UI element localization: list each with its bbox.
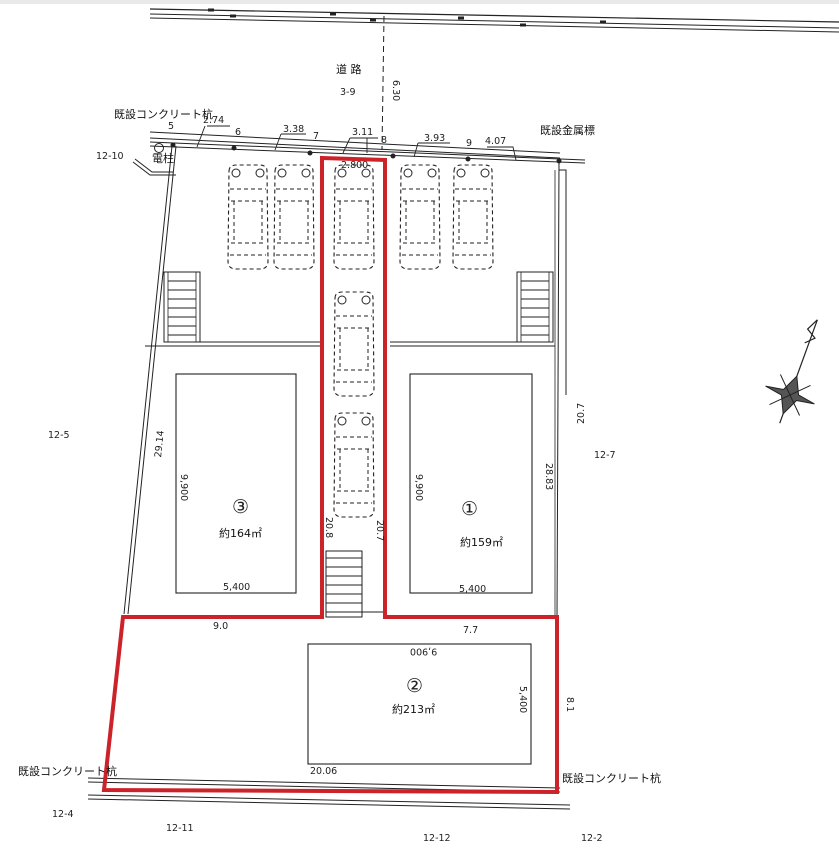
frontage-point-9: 9 <box>466 138 473 149</box>
frontage-segment-2: 3.38 <box>283 124 305 135</box>
neighbor-lot-west: 12-5 <box>48 430 70 441</box>
stairs-right <box>516 271 554 343</box>
bottom-left-stake-label: 既設コンクリート杭 <box>18 765 117 778</box>
frontage-point-7: 7 <box>313 131 320 142</box>
lot2-driveway-boundary <box>101 155 559 795</box>
frontage-segment-1: 2.74 <box>203 115 225 126</box>
road-label: 道 路 <box>336 63 362 76</box>
frontage-segment-3: 3.11 <box>352 127 374 138</box>
stairs-driveway <box>325 550 385 618</box>
house-footprint-lot2 <box>307 643 532 765</box>
car-outline-2 <box>273 164 315 270</box>
east-side-lot1-length: 28.83 <box>543 463 554 491</box>
lot2-east-length: 8.1 <box>564 697 575 713</box>
east-boundary <box>554 160 567 618</box>
west-boundary <box>123 145 177 615</box>
lot1-house-depth: 9,900 <box>413 474 424 502</box>
top-left-stake-label: 既設コンクリート杭 <box>114 108 213 121</box>
utility-pole-icon <box>154 143 164 153</box>
house-footprint-lot1 <box>409 373 533 594</box>
car-outline-1 <box>227 164 269 270</box>
stairs-left <box>163 271 201 343</box>
south-side-length: 20.06 <box>310 766 338 777</box>
utility-pole-label: 電柱 <box>152 152 174 165</box>
car-outline-4 <box>399 164 441 270</box>
lot1-number: ① <box>461 498 479 520</box>
frontage-segment-5: 4.07 <box>485 136 507 147</box>
lot3-area: 約164㎡ <box>219 527 262 540</box>
frontage-point-8: 8 <box>381 135 388 146</box>
road-near-edge <box>149 125 586 164</box>
lot3-number: ③ <box>232 496 250 518</box>
neighbor-lot-sw: 12-4 <box>52 809 74 820</box>
lot-boundaries <box>101 155 559 795</box>
road-lot-number: 3-9 <box>340 87 356 98</box>
lot2-area: 約213㎡ <box>392 703 435 716</box>
driveway-left-length: 20.8 <box>323 517 334 539</box>
car-outline-7 <box>333 412 375 518</box>
lot2-house-depth: 5,400 <box>517 686 528 714</box>
lot1-house-width: 5,400 <box>459 584 487 595</box>
lot3-house-depth: 9,900 <box>178 474 189 502</box>
neighbor-lot-se: 12-2 <box>581 833 603 844</box>
north-arrow-icon <box>765 319 818 424</box>
neighbor-lot-south-mid: 12-12 <box>423 833 451 844</box>
top-border <box>0 0 839 4</box>
lot1-area: 約159㎡ <box>460 536 503 549</box>
frontage-segment-4: 3.93 <box>424 133 446 144</box>
road-far-edge <box>149 8 839 33</box>
east-side-upper-length: 20.7 <box>576 402 587 424</box>
lot2-number: ② <box>406 675 424 697</box>
driveway-right-length: 20.7 <box>374 520 385 542</box>
road-width-label: 6.30 <box>390 80 401 102</box>
house-footprint-lot3 <box>175 373 297 594</box>
top-right-stake-label: 既設金属標 <box>540 124 595 137</box>
frontage-point-5: 5 <box>168 121 175 132</box>
neighbor-lot-east: 12-7 <box>594 450 616 461</box>
driveway-width-label: 2.800 <box>341 160 369 171</box>
lot2-house-width: 9,900 <box>410 645 438 657</box>
lot1-bottom-length: 7.7 <box>463 625 479 636</box>
lot3-bottom-length: 9.0 <box>213 621 229 632</box>
neighbor-lot-nw: 12-10 <box>96 151 124 162</box>
car-outline-6 <box>333 291 375 397</box>
car-outline-3 <box>333 164 375 270</box>
parking-spaces <box>227 164 494 518</box>
frontage-point-6: 6 <box>235 127 242 138</box>
road-width-dimension <box>381 15 385 151</box>
bottom-right-stake-label: 既設コンクリート杭 <box>562 772 661 785</box>
neighbor-lot-south-left: 12-11 <box>166 823 194 834</box>
car-outline-5 <box>452 164 494 270</box>
lot3-house-width: 5,400 <box>223 582 251 593</box>
